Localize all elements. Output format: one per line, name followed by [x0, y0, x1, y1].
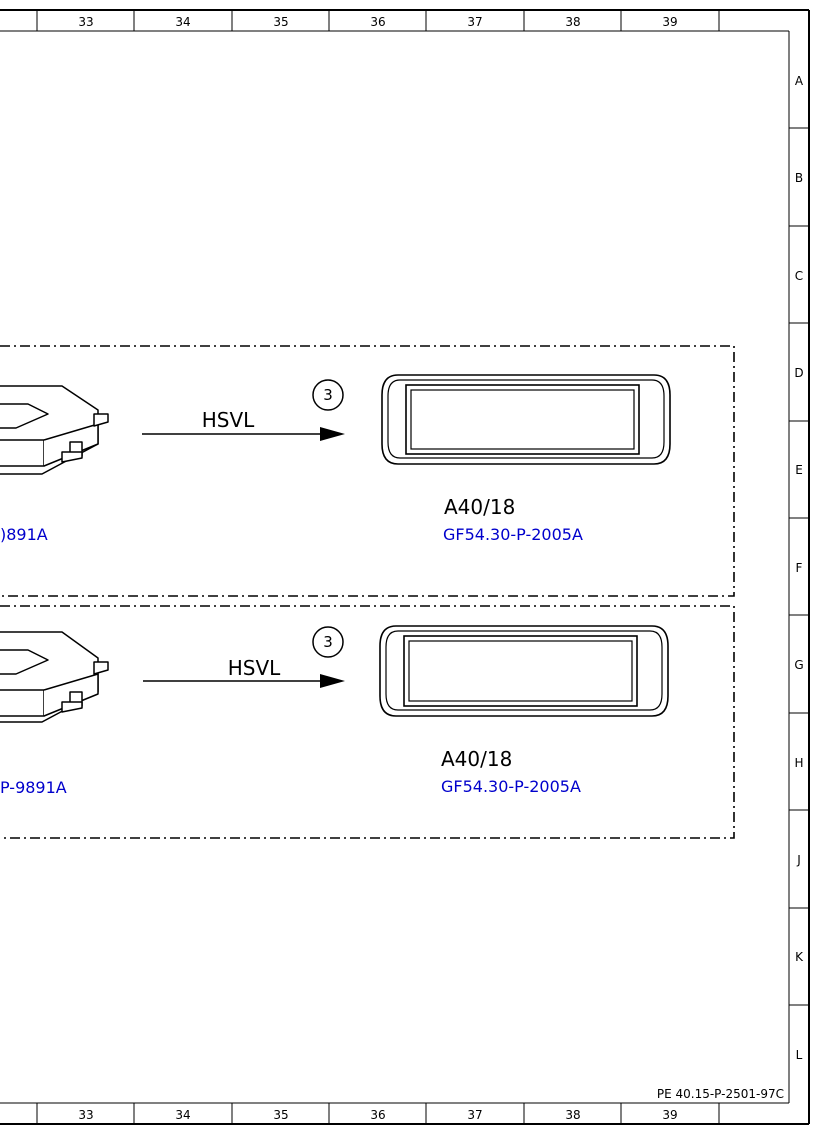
column-label: 39 [662, 1108, 677, 1122]
signal-arrow [142, 427, 345, 441]
column-label: 33 [78, 1108, 93, 1122]
callout-number: 3 [323, 633, 333, 651]
column-label: 34 [175, 15, 190, 29]
diagram-panel-2: HSVL 3 A40/18 GF54.30-P-2005A P-9891A [0, 605, 735, 839]
row-label: K [795, 950, 804, 964]
row-ruler-right: A B C D E F G H J K L [789, 74, 809, 1062]
display-unit-illustration [381, 374, 671, 465]
row-label: B [795, 171, 803, 185]
display-unit-illustration [379, 625, 669, 717]
signal-arrow [143, 674, 345, 688]
column-label: 34 [175, 1108, 190, 1122]
diagram-panel-1: HSVL 3 A40/18 GF54.30-P-2005A )891A [0, 345, 735, 597]
row-label: H [794, 756, 803, 770]
panel-boundary [0, 605, 735, 839]
column-label: 33 [78, 15, 93, 29]
component-designation: A40/18 [444, 495, 515, 519]
component-reference-link[interactable]: GF54.30-P-2005A [443, 525, 583, 544]
row-label: F [796, 561, 803, 575]
column-ruler-top: 33 34 35 36 37 38 39 [36, 10, 678, 31]
row-label: G [794, 658, 803, 672]
row-label: E [795, 463, 803, 477]
source-reference-link[interactable]: P-9891A [0, 778, 67, 797]
column-label: 35 [273, 1108, 288, 1122]
callout-marker: 3 [312, 379, 344, 411]
component-reference-link[interactable]: GF54.30-P-2005A [441, 777, 581, 796]
sheet-frame [0, 9, 810, 1125]
column-label: 36 [370, 1108, 385, 1122]
column-label: 35 [273, 15, 288, 29]
row-label: A [795, 74, 804, 88]
row-label: C [795, 269, 803, 283]
component-designation: A40/18 [441, 747, 512, 771]
column-label: 38 [565, 1108, 580, 1122]
source-module-illustration [0, 385, 109, 475]
column-label: 37 [467, 15, 482, 29]
source-module-illustration [0, 631, 109, 723]
column-label: 39 [662, 15, 677, 29]
signal-label: HSVL [228, 656, 281, 680]
callout-marker: 3 [312, 626, 344, 658]
source-reference-link[interactable]: )891A [0, 525, 48, 544]
row-label: L [796, 1048, 803, 1062]
column-label: 37 [467, 1108, 482, 1122]
column-label: 36 [370, 15, 385, 29]
row-label: D [794, 366, 803, 380]
panel-boundary [0, 345, 735, 597]
signal-label: HSVL [202, 408, 255, 432]
column-label: 38 [565, 15, 580, 29]
drawing-number: PE 40.15-P-2501-97C [657, 1087, 784, 1101]
column-ruler-bottom: 33 34 35 36 37 38 39 [36, 1103, 720, 1124]
row-label: J [796, 853, 801, 867]
callout-number: 3 [323, 386, 333, 404]
